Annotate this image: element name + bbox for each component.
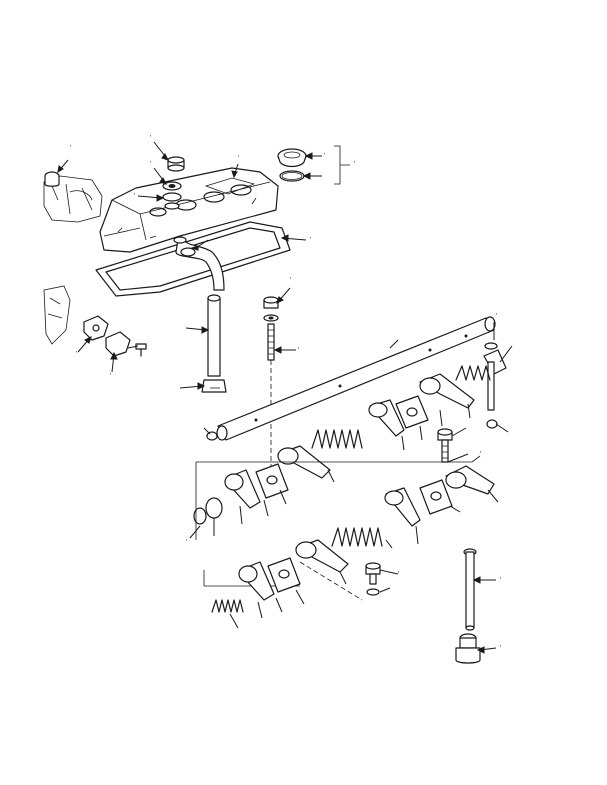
rocker-stud-nut: [263, 296, 279, 322]
callout-mark-3: ': [150, 161, 151, 168]
callout-mark-15: ': [186, 539, 187, 546]
rocker-stud: [267, 323, 275, 478]
rocker-shaft: [216, 316, 496, 441]
oil-filler-cap: [277, 148, 307, 168]
callout-mark-1: ': [70, 145, 71, 152]
callout-filler-cap: [302, 145, 350, 185]
callout-cover-plate: [77, 336, 139, 373]
breather-hose: [173, 236, 225, 291]
cover-washer-stack: [162, 181, 182, 210]
upper-rocker-assembly: [193, 342, 507, 525]
cover-plate: [83, 315, 109, 341]
callout-mark-16: ': [398, 571, 399, 578]
breather-tube: [201, 294, 227, 393]
callout-mark-8: ': [310, 237, 311, 244]
callout-mark-14: ': [480, 451, 481, 458]
upper-retaining-clip: [486, 419, 498, 429]
callout-push-rod: [472, 576, 497, 654]
upper-adjuster-screw: [437, 428, 453, 463]
valve-cover: [99, 167, 279, 253]
callout-mark-9: ': [290, 277, 291, 284]
engine-block-fragment-lower: [43, 285, 71, 345]
callout-mark-12: ': [110, 373, 111, 380]
callout-mark-11: ': [76, 351, 77, 358]
callout-cover-parts: [137, 141, 239, 202]
lower-rocker-assembly: [211, 465, 495, 613]
valve-tappet: [455, 633, 481, 664]
valve-cover-gasket: [95, 221, 291, 297]
callout-cap-nut: [57, 159, 69, 173]
callout-mark-5: ': [238, 155, 239, 162]
cover-plate-gasket: [105, 331, 131, 357]
callout-mark-4: ': [134, 193, 135, 200]
callout-mark-10: ': [298, 347, 299, 354]
callout-stud: [273, 287, 296, 354]
assembly-frame: [195, 455, 481, 601]
shaft-end-plug: [203, 427, 218, 441]
hose-clamp: [180, 239, 209, 257]
callout-mark-18: ': [500, 645, 501, 652]
engine-block-fragment-upper: [43, 175, 103, 223]
callout-gasket: [280, 234, 307, 242]
callout-leaders-rocker: [189, 322, 513, 629]
cap-nut-upper-left: [44, 171, 60, 187]
callout-mark-2: ': [150, 135, 151, 142]
lower-adjuster-bolt: [365, 562, 381, 596]
filler-cap-o-ring: [279, 170, 305, 182]
callout-mark-17: ': [500, 577, 501, 584]
callout-mark-7: ': [354, 161, 355, 168]
cover-nut: [167, 156, 185, 172]
callout-mark-13: ': [496, 313, 497, 320]
push-rod: [463, 548, 477, 631]
callout-marks: ' ' ' ' ' ' ' ' ' ' ' ' ' ' ' ' ' ': [70, 135, 501, 652]
callout-mark-6: ': [324, 153, 325, 160]
callout-rocker-shaft: [389, 339, 399, 349]
callout-breather-tube: [179, 326, 210, 390]
